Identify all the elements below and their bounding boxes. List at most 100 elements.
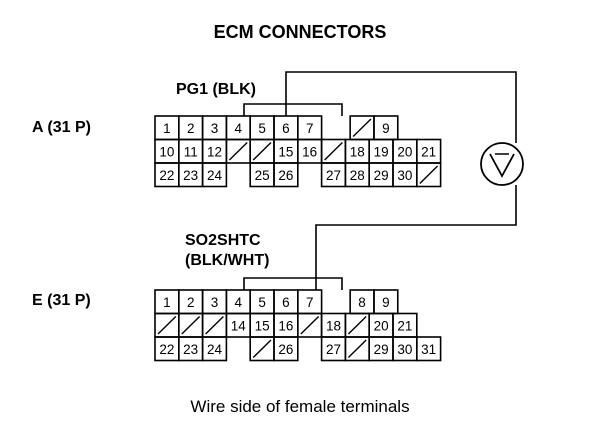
svg-text:2: 2 bbox=[187, 295, 195, 310]
terminal-a-3: 3 bbox=[201, 115, 228, 141]
svg-text:23: 23 bbox=[183, 168, 198, 183]
svg-text:1: 1 bbox=[163, 121, 171, 136]
terminal-a-16: 16 bbox=[296, 138, 323, 164]
svg-text:11: 11 bbox=[184, 144, 198, 159]
svg-text:20: 20 bbox=[397, 144, 412, 159]
svg-text:24: 24 bbox=[207, 342, 223, 357]
terminal-a-23: 23 bbox=[178, 162, 204, 188]
terminal-a-unused bbox=[320, 138, 347, 164]
svg-text:5: 5 bbox=[258, 295, 266, 310]
terminal-a-29: 29 bbox=[368, 162, 394, 188]
terminal-e-unused bbox=[249, 336, 275, 362]
svg-text:19: 19 bbox=[374, 144, 389, 159]
svg-text:23: 23 bbox=[183, 342, 198, 357]
connector-latch bbox=[243, 277, 343, 290]
svg-text:22: 22 bbox=[159, 168, 174, 183]
terminal-e-9: 9 bbox=[373, 289, 399, 315]
connector-latch bbox=[243, 103, 343, 116]
svg-text:8: 8 bbox=[358, 295, 366, 310]
terminal-a-22: 22 bbox=[154, 162, 180, 188]
terminal-e-5: 5 bbox=[249, 289, 275, 315]
svg-text:10: 10 bbox=[159, 144, 174, 159]
svg-text:9: 9 bbox=[382, 295, 390, 310]
terminal-a-1: 1 bbox=[154, 115, 180, 141]
connector-a-probe-label: PG1 (BLK) bbox=[176, 81, 256, 98]
svg-text:16: 16 bbox=[302, 144, 317, 159]
terminal-e-1: 1 bbox=[154, 289, 180, 315]
svg-text:31: 31 bbox=[421, 342, 436, 357]
svg-text:18: 18 bbox=[350, 144, 365, 159]
svg-text:20: 20 bbox=[374, 318, 389, 333]
svg-text:6: 6 bbox=[282, 121, 290, 136]
svg-text:18: 18 bbox=[326, 318, 341, 333]
svg-text:24: 24 bbox=[207, 168, 223, 183]
terminal-a-unused bbox=[249, 138, 275, 164]
terminal-a-24: 24 bbox=[201, 162, 228, 188]
svg-text:28: 28 bbox=[350, 168, 365, 183]
svg-text:6: 6 bbox=[282, 295, 290, 310]
terminal-a-6: 6 bbox=[273, 115, 299, 141]
terminal-e-23: 23 bbox=[178, 336, 204, 362]
terminal-a-unused bbox=[415, 162, 442, 188]
svg-text:7: 7 bbox=[306, 295, 314, 310]
svg-text:2: 2 bbox=[187, 121, 195, 136]
terminal-e-unused bbox=[296, 312, 323, 338]
terminal-e-20: 20 bbox=[368, 312, 394, 338]
svg-text:9: 9 bbox=[382, 121, 390, 136]
svg-text:30: 30 bbox=[397, 168, 412, 183]
terminal-e-15: 15 bbox=[249, 312, 275, 338]
probe-wire-e bbox=[315, 185, 517, 290]
terminal-e-16: 16 bbox=[273, 312, 299, 338]
terminal-a-21: 21 bbox=[415, 138, 442, 164]
svg-text:3: 3 bbox=[211, 295, 219, 310]
terminal-a-2: 2 bbox=[178, 115, 204, 141]
svg-text:4: 4 bbox=[235, 121, 243, 136]
svg-text:30: 30 bbox=[397, 342, 412, 357]
terminal-e-26: 26 bbox=[273, 336, 299, 362]
terminal-a-10: 10 bbox=[154, 138, 180, 164]
terminal-e-7: 7 bbox=[296, 289, 323, 315]
svg-text:26: 26 bbox=[278, 342, 293, 357]
terminal-a-25: 25 bbox=[249, 162, 275, 188]
svg-text:3: 3 bbox=[211, 121, 219, 136]
svg-text:7: 7 bbox=[306, 121, 314, 136]
svg-text:15: 15 bbox=[278, 144, 293, 159]
terminal-e-unused bbox=[178, 312, 204, 338]
svg-text:26: 26 bbox=[278, 168, 293, 183]
svg-text:29: 29 bbox=[374, 168, 389, 183]
terminal-e-2: 2 bbox=[178, 289, 204, 315]
terminal-e-29: 29 bbox=[368, 336, 394, 362]
terminal-e-21: 21 bbox=[392, 312, 418, 338]
terminal-e-14: 14 bbox=[225, 312, 251, 338]
svg-text:25: 25 bbox=[255, 168, 270, 183]
terminal-e-unused bbox=[154, 312, 180, 338]
connector-e-label: E (31 P) bbox=[32, 292, 91, 309]
terminal-e-27: 27 bbox=[320, 336, 347, 362]
terminal-a-26: 26 bbox=[273, 162, 299, 188]
svg-text:12: 12 bbox=[207, 144, 222, 159]
terminal-e-4: 4 bbox=[225, 289, 251, 315]
terminal-a-9: 9 bbox=[373, 115, 399, 141]
svg-text:22: 22 bbox=[159, 342, 174, 357]
caption: Wire side of female terminals bbox=[190, 397, 409, 416]
terminal-a-unused bbox=[349, 115, 375, 141]
terminal-a-12: 12 bbox=[201, 138, 228, 164]
connector-e-probe-label-line1: SO2SHTC bbox=[185, 232, 261, 249]
terminal-a-4: 4 bbox=[225, 115, 251, 141]
svg-text:16: 16 bbox=[278, 318, 293, 333]
diagram-title: ECM CONNECTORS bbox=[214, 22, 387, 42]
terminal-a-18: 18 bbox=[344, 138, 370, 164]
probe-wire-a bbox=[285, 71, 517, 143]
svg-text:21: 21 bbox=[397, 318, 412, 333]
terminal-e-unused bbox=[344, 336, 370, 362]
terminal-a-15: 15 bbox=[273, 138, 299, 164]
terminal-e-24: 24 bbox=[201, 336, 228, 362]
voltmeter-icon bbox=[480, 142, 524, 186]
svg-text:29: 29 bbox=[374, 342, 389, 357]
terminal-e-unused bbox=[344, 312, 370, 338]
terminal-e-22: 22 bbox=[154, 336, 180, 362]
